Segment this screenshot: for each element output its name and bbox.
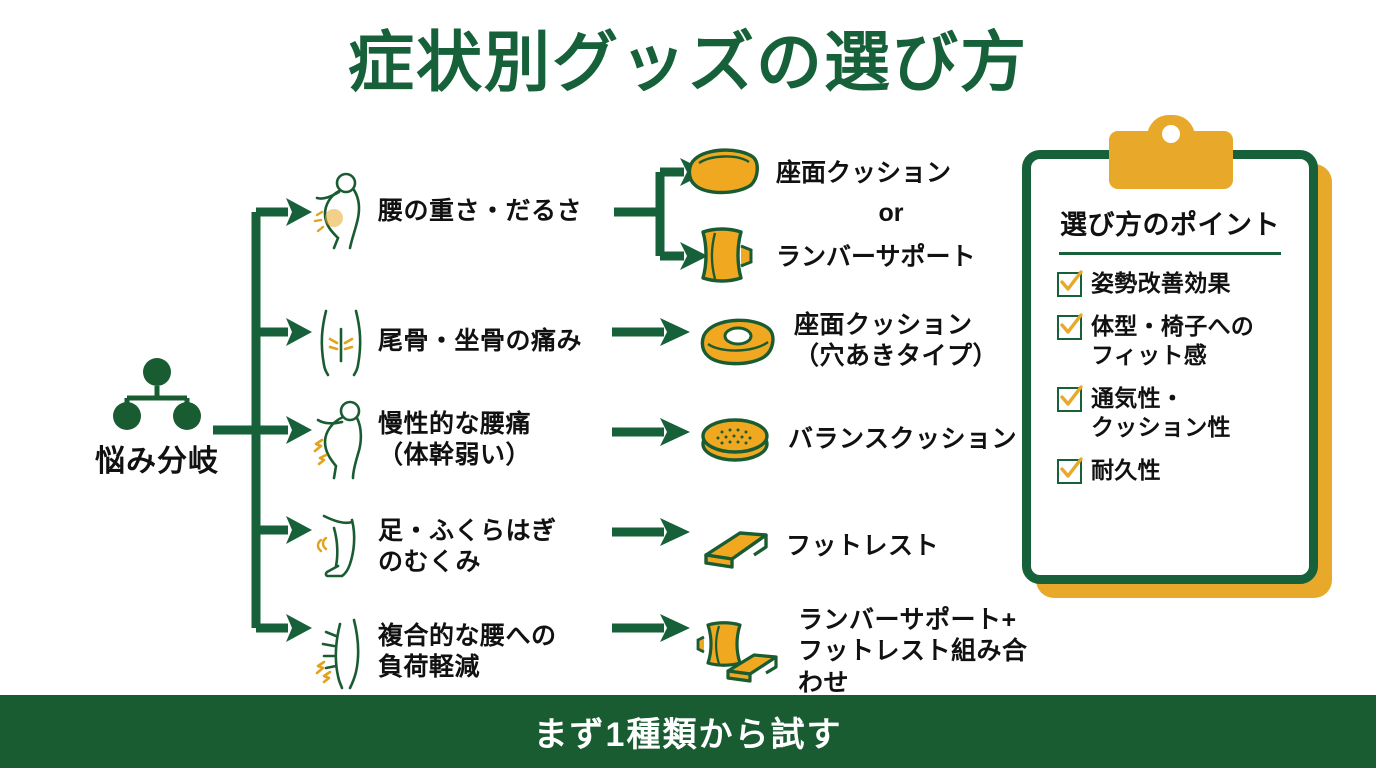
checkbox-checked-icon[interactable] bbox=[1057, 313, 1083, 340]
checklist-item-label: 姿勢改善効果 bbox=[1091, 269, 1231, 298]
product-group-4: ランバーサポート+ フットレスト組み合わせ bbox=[692, 605, 1050, 699]
root-node-label: 悩み分岐 bbox=[95, 445, 219, 478]
lower-back-pain-person-icon bbox=[310, 170, 372, 252]
product-label-1-line2: （穴あきタイプ） bbox=[794, 342, 999, 370]
donut-cushion-icon bbox=[692, 310, 784, 372]
product-label-0-1: ランバーサポート bbox=[776, 243, 976, 271]
checklist-item-label: 通気性・ クッション性 bbox=[1091, 384, 1231, 442]
page-title: 症状別グッズの選び方 bbox=[348, 25, 1028, 99]
branch-row-2: 慢性的な腰痛 （体幹弱い） バランスクッション bbox=[310, 400, 1050, 480]
symptom-label-4: 複合的な腰への 負荷軽減 bbox=[378, 621, 557, 683]
symptom-group-4: 複合的な腰への 負荷軽減 bbox=[310, 614, 640, 690]
checklist-item[interactable]: 姿勢改善効果 bbox=[1057, 269, 1293, 298]
symptom-label-0: 腰の重さ・だるさ bbox=[378, 196, 583, 225]
product-group-3: フットレスト bbox=[692, 521, 939, 573]
lumbar-plus-footrest-icon bbox=[692, 617, 788, 687]
product-label-2: バランスクッション bbox=[788, 425, 1018, 454]
product-label-4-line2: フットレスト組み合わせ bbox=[798, 637, 1028, 697]
pelvis-sit-bone-pain-icon bbox=[310, 305, 372, 377]
symptom-label-2: 慢性的な腰痛 （体幹弱い） bbox=[378, 409, 531, 471]
checklist-item[interactable]: 体型・椅子への フィット感 bbox=[1057, 312, 1293, 370]
checklist-item-1-line1: 体型・椅子への bbox=[1091, 312, 1255, 339]
clipboard-checklist: 姿勢改善効果 体型・椅子への フィット感 bbox=[1043, 269, 1297, 485]
checklist-item-3-line1: 耐久性 bbox=[1091, 456, 1161, 483]
product-label-0-0: 座面クッション bbox=[776, 159, 952, 187]
clipboard-title-divider bbox=[1059, 252, 1281, 255]
product-group-1: 座面クッション （穴あきタイプ） bbox=[692, 310, 998, 373]
checklist-item-label: 耐久性 bbox=[1091, 456, 1161, 485]
symptom-group-1: 尾骨・坐骨の痛み bbox=[310, 305, 640, 377]
branch-row-4: 複合的な腰への 負荷軽減 ランバーサポート+ フットレスト組み合わせ bbox=[310, 605, 1050, 699]
checklist-item[interactable]: 通気性・ クッション性 bbox=[1057, 384, 1293, 442]
symptom-group-2: 慢性的な腰痛 （体幹弱い） bbox=[310, 400, 640, 480]
symptom-label-2-line2: （体幹弱い） bbox=[378, 441, 532, 469]
symptom-group-3: 足・ふくらはぎ のむくみ bbox=[310, 508, 640, 586]
checklist-item-label: 体型・椅子への フィット感 bbox=[1091, 312, 1254, 370]
product-group-2: バランスクッション bbox=[692, 412, 1017, 468]
spine-load-icon bbox=[310, 614, 372, 690]
product-label-4: ランバーサポート+ フットレスト組み合わせ bbox=[798, 605, 1050, 699]
hierarchy-branch-icon bbox=[113, 358, 201, 430]
product-label-1: 座面クッション （穴あきタイプ） bbox=[794, 310, 998, 373]
footer-text: まず1種類から試す bbox=[533, 716, 843, 754]
seat-cushion-icon bbox=[680, 143, 766, 199]
product-line-0-1: ランバーサポート bbox=[680, 226, 1060, 284]
checklist-item-2-line2: クッション性 bbox=[1091, 413, 1231, 440]
symptom-label-4-line2: 負荷軽減 bbox=[378, 652, 481, 681]
symptom-label-3-line2: のむくみ bbox=[378, 548, 482, 576]
symptom-label-1: 尾骨・坐骨の痛み bbox=[378, 326, 583, 355]
checklist-item-2-line1: 通気性・ bbox=[1091, 384, 1185, 411]
symptom-label-3: 足・ふくらはぎ のむくみ bbox=[378, 516, 557, 578]
checklist-item[interactable]: 耐久性 bbox=[1057, 456, 1293, 485]
checkbox-checked-icon[interactable] bbox=[1057, 385, 1083, 412]
clipboard-body: 選び方のポイント 姿勢改善効果 bbox=[1022, 115, 1318, 584]
branch-row-1: 尾骨・坐骨の痛み 座面クッション （穴あきタイプ） bbox=[310, 305, 1050, 377]
branch-row-0: 腰の重さ・だるさ bbox=[310, 170, 1050, 252]
swollen-leg-calf-icon bbox=[310, 508, 372, 586]
clipboard-clip-hole bbox=[1162, 125, 1180, 143]
tips-clipboard-panel: 選び方のポイント 姿勢改善効果 bbox=[1022, 115, 1332, 598]
product-label-4-line1: ランバーサポート+ bbox=[798, 606, 1017, 634]
product-label-3: フットレスト bbox=[786, 532, 940, 561]
footrest-icon bbox=[692, 521, 776, 573]
lumbar-support-icon bbox=[680, 224, 766, 286]
product-label-1-line1: 座面クッション bbox=[794, 310, 973, 339]
checkbox-checked-icon[interactable] bbox=[1057, 457, 1083, 484]
checklist-item-1-line2: フィット感 bbox=[1091, 341, 1208, 368]
chronic-back-pain-person-icon bbox=[310, 400, 372, 480]
balance-cushion-icon bbox=[692, 412, 778, 468]
checklist-item-0-line1: 姿勢改善効果 bbox=[1091, 270, 1231, 296]
product-line-0-0: 座面クッション bbox=[680, 142, 1060, 200]
footer-banner: まず1種類から試す bbox=[0, 695, 1376, 768]
product-connector-or: or bbox=[878, 199, 904, 227]
symptom-label-3-line1: 足・ふくらはぎ bbox=[378, 517, 557, 545]
root-node: 悩み分岐 bbox=[62, 358, 252, 480]
checkbox-checked-icon[interactable] bbox=[1057, 270, 1083, 297]
symptom-group-0: 腰の重さ・だるさ bbox=[310, 170, 640, 252]
branch-row-3: 足・ふくらはぎ のむくみ フットレスト bbox=[310, 508, 1050, 586]
symptom-label-2-line1: 慢性的な腰痛 bbox=[378, 410, 532, 438]
clipboard-title: 選び方のポイント bbox=[1060, 210, 1280, 240]
symptom-label-4-line1: 複合的な腰への bbox=[378, 621, 557, 650]
product-group-0: 座面クッション or ランバーサポート bbox=[680, 142, 1060, 284]
clipboard-content: 選び方のポイント 姿勢改善効果 bbox=[1043, 167, 1297, 563]
